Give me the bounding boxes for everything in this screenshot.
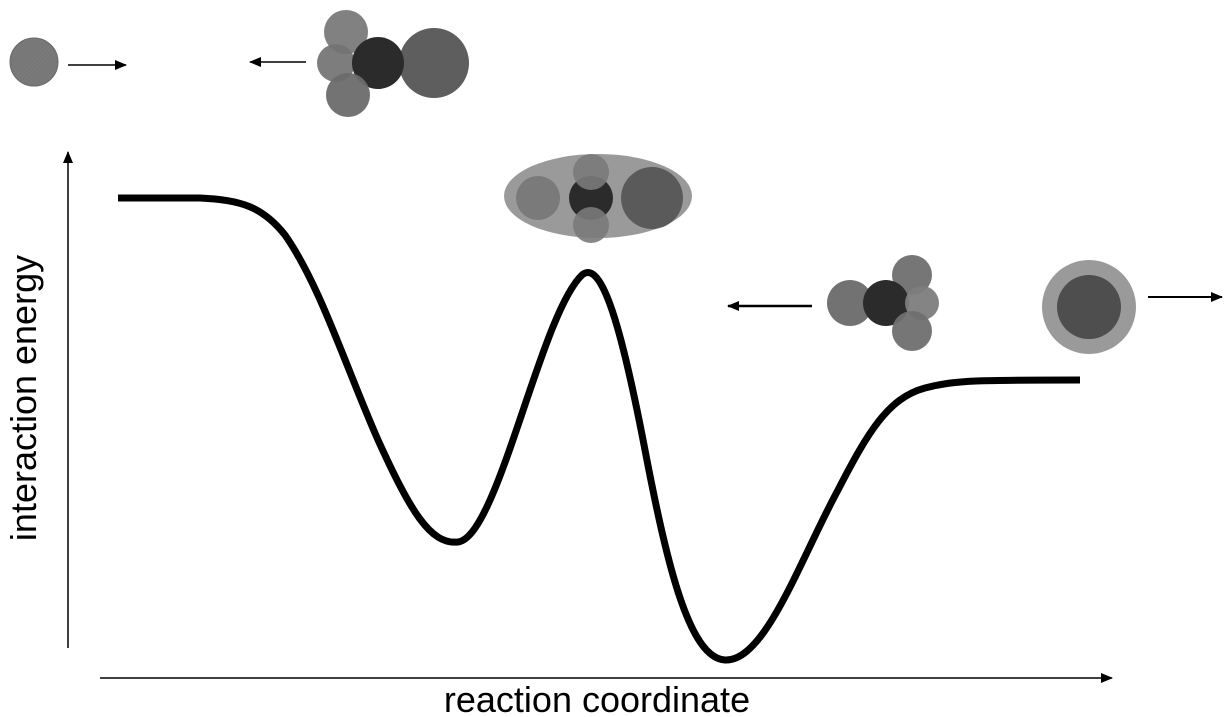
nucleophile-atom-icon xyxy=(9,37,59,87)
transition-state-complex-icon xyxy=(504,154,692,243)
substrate-molecule-icon xyxy=(317,10,469,117)
product-molecule-icon xyxy=(827,255,939,351)
leaving-group-icon xyxy=(1042,260,1136,354)
energy-curve xyxy=(118,194,1081,664)
y-axis-label: interaction energy xyxy=(3,255,44,541)
x-axis-label: reaction coordinate xyxy=(444,679,750,717)
